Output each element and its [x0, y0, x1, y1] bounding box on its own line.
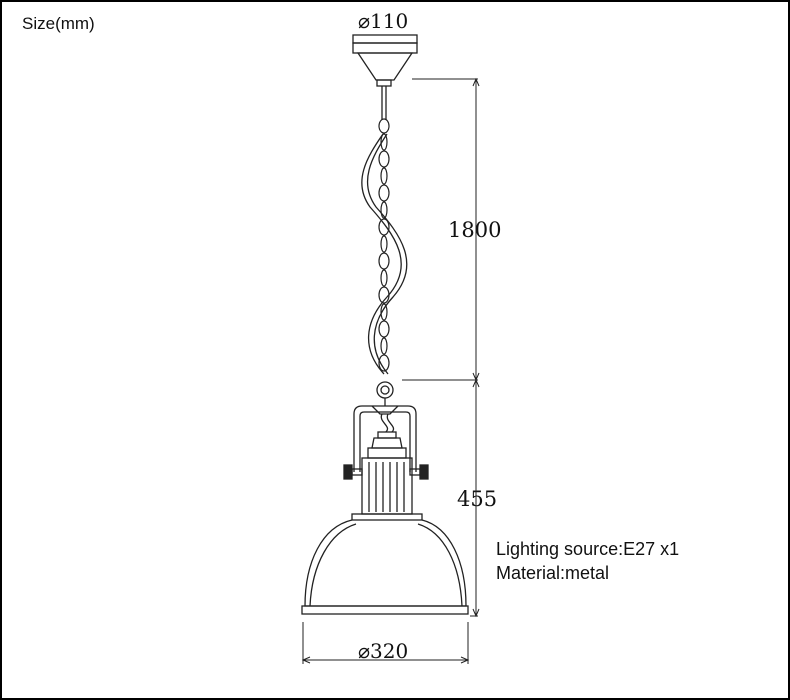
- lamp-height-label: 455: [457, 487, 498, 511]
- shade-diameter-label: ⌀320: [358, 639, 409, 663]
- socket: [361, 413, 413, 515]
- chain: [378, 118, 390, 372]
- power-cord: [361, 133, 408, 375]
- canopy: [352, 34, 418, 87]
- canopy-diameter-label: ⌀110: [358, 9, 409, 33]
- vertical-dimension-lines: [402, 77, 480, 618]
- yoke-bracket: [353, 405, 417, 472]
- lighting-source-spec: Lighting source:E27 x1: [496, 539, 680, 559]
- side-knobs: [343, 464, 429, 480]
- material-spec: Material:metal: [496, 563, 610, 583]
- hanging-ring: [376, 381, 394, 406]
- size-unit-label: Size(mm): [22, 14, 95, 33]
- horizontal-dimension-lines: [301, 622, 470, 664]
- cable: [381, 86, 387, 120]
- cable-length-label: 1800: [448, 218, 502, 242]
- lamp-shade: [301, 513, 469, 615]
